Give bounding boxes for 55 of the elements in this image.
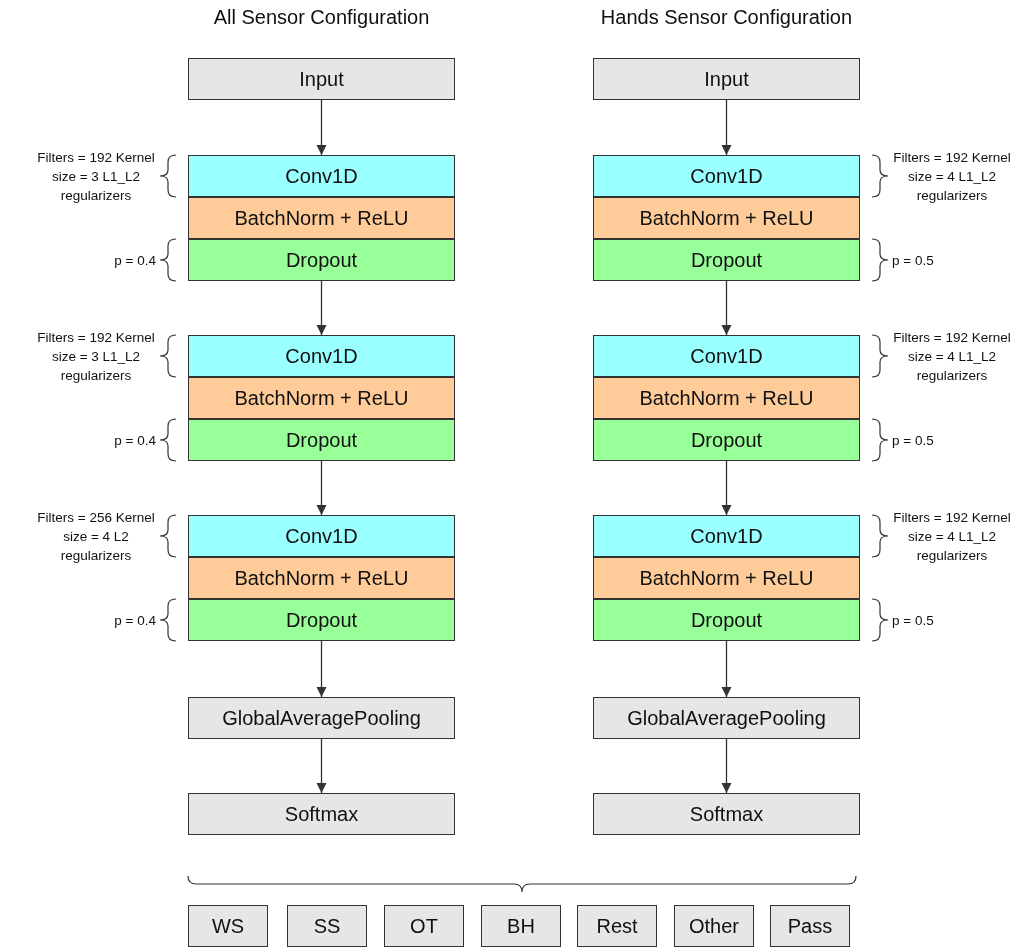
- conv-layer-box: Conv1D: [188, 335, 455, 377]
- dropout-layer-box: Dropout: [593, 599, 860, 641]
- conv-layer-box: Conv1D: [188, 515, 455, 557]
- column-heading: All Sensor Configuration: [212, 6, 431, 29]
- annotation-text: Filters = 192 Kernel size = 4 L1_L2 regularizers: [892, 508, 1012, 565]
- dropout-layer-box: Dropout: [188, 599, 455, 641]
- dropout-layer-box: Dropout: [188, 419, 455, 461]
- class-box: Rest: [577, 905, 657, 947]
- layer-box: GlobalAveragePooling: [188, 697, 455, 739]
- dropout-layer-box: Dropout: [188, 239, 455, 281]
- class-box: WS: [188, 905, 268, 947]
- arrow: [316, 99, 327, 156]
- dropout-layer-box: Dropout: [593, 419, 860, 461]
- conv-layer-box: Conv1D: [188, 155, 455, 197]
- batchnorm-layer-box: BatchNorm + ReLU: [188, 197, 455, 239]
- annotation-text: p = 0.4: [114, 611, 156, 630]
- layer-box: Input: [593, 58, 860, 100]
- class-box: OT: [384, 905, 464, 947]
- conv-layer-box: Conv1D: [593, 155, 860, 197]
- conv-layer-box: Conv1D: [593, 335, 860, 377]
- class-box: Other: [674, 905, 754, 947]
- conv-layer-box: Conv1D: [593, 515, 860, 557]
- batchnorm-layer-box: BatchNorm + ReLU: [593, 197, 860, 239]
- arrow: [316, 738, 327, 794]
- annotation-text: Filters = 256 Kernel size = 4 L2 regularizers: [36, 508, 156, 565]
- annotation-text: p = 0.5: [892, 251, 934, 270]
- annotation-text: Filters = 192 Kernel size = 3 L1_L2 regularizers: [36, 148, 156, 205]
- annotation-text: p = 0.5: [892, 611, 934, 630]
- batchnorm-layer-box: BatchNorm + ReLU: [593, 557, 860, 599]
- layer-box: GlobalAveragePooling: [593, 697, 860, 739]
- class-box: SS: [287, 905, 367, 947]
- class-box: Pass: [770, 905, 850, 947]
- class-box: BH: [481, 905, 561, 947]
- annotation-text: p = 0.4: [114, 251, 156, 270]
- arrow: [721, 460, 732, 516]
- arrow: [721, 738, 732, 794]
- annotation-text: Filters = 192 Kernel size = 4 L1_L2 regularizers: [892, 148, 1012, 205]
- arrow: [721, 99, 732, 156]
- layer-box: Softmax: [188, 793, 455, 835]
- annotation-text: Filters = 192 Kernel size = 4 L1_L2 regularizers: [892, 328, 1012, 385]
- layer-box: Input: [188, 58, 455, 100]
- batchnorm-layer-box: BatchNorm + ReLU: [188, 377, 455, 419]
- arrow: [721, 640, 732, 698]
- arrow: [316, 640, 327, 698]
- batchnorm-layer-box: BatchNorm + ReLU: [593, 377, 860, 419]
- annotation-text: p = 0.4: [114, 431, 156, 450]
- annotation-text: p = 0.5: [892, 431, 934, 450]
- arrow: [316, 460, 327, 516]
- layer-box: Softmax: [593, 793, 860, 835]
- arrow: [721, 280, 732, 336]
- annotation-text: Filters = 192 Kernel size = 3 L1_L2 regularizers: [36, 328, 156, 385]
- arrow: [316, 280, 327, 336]
- batchnorm-layer-box: BatchNorm + ReLU: [188, 557, 455, 599]
- column-heading: Hands Sensor Configuration: [599, 6, 854, 29]
- dropout-layer-box: Dropout: [593, 239, 860, 281]
